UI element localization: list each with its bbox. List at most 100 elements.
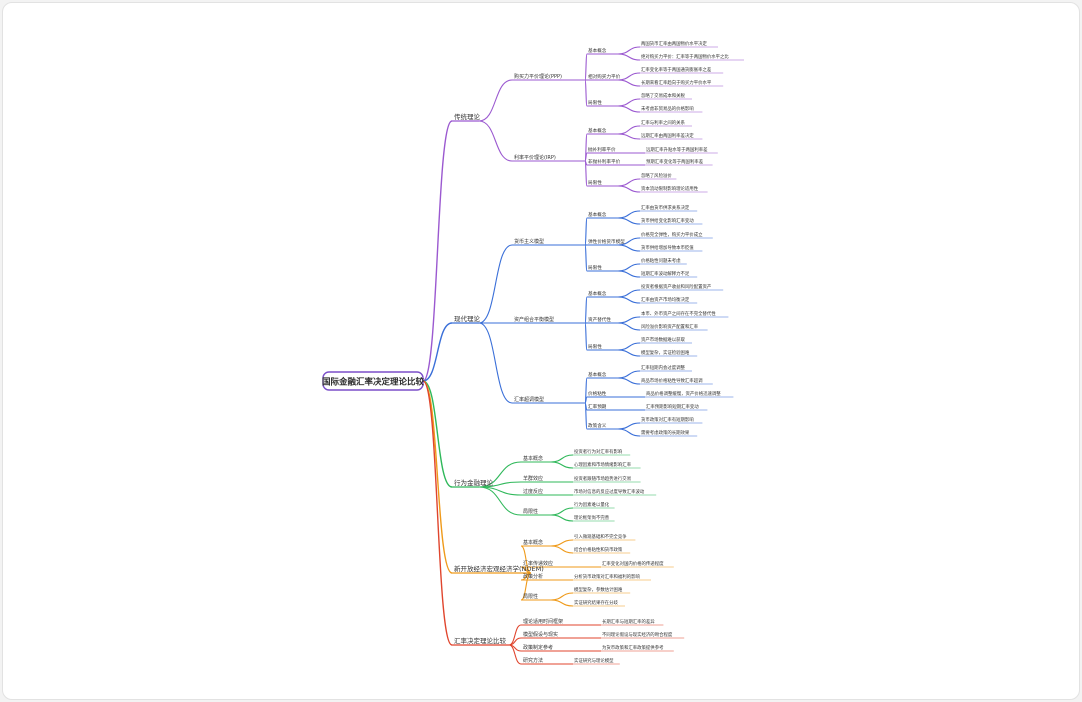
sub-label-b2c4[interactable]: 政策含义 xyxy=(588,422,607,429)
leaf-label-b5a-0[interactable]: 长期汇率与短期汇率的差异 xyxy=(602,618,655,625)
leaf-link-b3a-1 xyxy=(550,461,574,469)
leaf-label-b2c4-1[interactable]: 需要考虑政策的长期效果 xyxy=(641,429,690,436)
sub-label-b1a1[interactable]: 基本概念 xyxy=(588,47,607,54)
sub-label-b1b1[interactable]: 基本概念 xyxy=(588,127,607,134)
leaf-link-b2c4-1 xyxy=(617,428,641,437)
leaf-link-b1b4-1 xyxy=(617,185,641,193)
sub-label-b2a3[interactable]: 局限性 xyxy=(588,264,602,271)
leaf-label-b2a1-0[interactable]: 汇率由货币供求关系决定 xyxy=(641,204,690,211)
leaf-label-b1a1-1[interactable]: 绝对购买力平价：汇率等于两国物价水平之比 xyxy=(641,53,729,60)
leaf-label-b3a-1[interactable]: 心理因素和市场情绪影响汇率 xyxy=(574,461,632,468)
sub-label-b2b3[interactable]: 局限性 xyxy=(588,343,602,350)
root-node[interactable]: 国际金融汇率决定理论比较 xyxy=(322,371,425,391)
sub-label-b2c3[interactable]: 汇率预期 xyxy=(588,403,607,410)
node-label-b3b[interactable]: 羊群效应 xyxy=(523,475,543,482)
sub-link-b1a1 xyxy=(584,53,588,81)
leaf-label-b2b1-0[interactable]: 投资者根据资产收益和风险配置资产 xyxy=(641,283,712,290)
node-label-b3d[interactable]: 局限性 xyxy=(523,508,538,515)
leaf-label-b2c2-0[interactable]: 商品价格调整缓慢，资产价格迅速调整 xyxy=(646,390,721,397)
leaf-label-b1b1-0[interactable]: 汇率与利率之间的关系 xyxy=(641,119,686,126)
leaf-label-b4d-1[interactable]: 实证研究结果存在分歧 xyxy=(574,599,619,606)
node-label-b4a[interactable]: 基本概念 xyxy=(523,539,543,546)
node-label-b4d[interactable]: 局限性 xyxy=(523,593,538,600)
leaf-label-b1b4-0[interactable]: 忽略了风险溢价 xyxy=(641,172,672,179)
node-label-b2c[interactable]: 汇率超调模型 xyxy=(514,396,544,403)
sub-label-b1b2[interactable]: 抛补利率平价 xyxy=(588,146,616,153)
leaf-label-b5d-0[interactable]: 实证研究与理论模型 xyxy=(574,657,614,664)
leaf-link-b2c4-0 xyxy=(617,422,641,430)
leaf-label-b3d-1[interactable]: 理论框架尚不完善 xyxy=(574,514,610,521)
leaf-label-b2a1-1[interactable]: 货币供给变化影响汇率变动 xyxy=(641,217,694,224)
leaf-label-b4a-0[interactable]: 引入微观基础和不完全竞争 xyxy=(574,533,627,540)
sub-label-b1b4[interactable]: 局限性 xyxy=(588,179,602,186)
leaf-label-b3d-0[interactable]: 行为因素难以量化 xyxy=(574,501,610,508)
leaf-label-b2c3-0[interactable]: 汇率预期影响短期汇率变动 xyxy=(646,403,699,410)
leaf-label-b2c1-1[interactable]: 商品市场价格粘性导致汇率超调 xyxy=(641,377,703,384)
branch-label-b4[interactable]: 新开放经济宏观经济学(NOEM) xyxy=(454,564,544,573)
leaf-label-b1b1-1[interactable]: 远期汇率由两国利率差决定 xyxy=(641,132,694,139)
leaf-label-b2b1-1[interactable]: 汇率由资产市场均衡决定 xyxy=(641,296,690,303)
leaf-link-b4d-0 xyxy=(550,592,574,601)
node-label-b2a[interactable]: 货币主义模型 xyxy=(514,238,544,245)
leaf-label-b1a2-0[interactable]: 汇率变化率等于两国通货膨胀率之差 xyxy=(641,66,712,73)
sub-label-b2b2[interactable]: 资产替代性 xyxy=(588,316,611,323)
leaf-label-b1b2-0[interactable]: 远期汇率升贴水等于两国利率差 xyxy=(646,146,708,153)
node-label-b3c[interactable]: 过度反应 xyxy=(523,488,543,495)
node-label-b4c[interactable]: 政策分析 xyxy=(523,573,543,580)
leaf-label-b1a2-1[interactable]: 长期来看汇率趋向于购买力平价水平 xyxy=(641,79,712,86)
root-label: 国际金融汇率决定理论比较 xyxy=(322,377,425,388)
node-label-b5a[interactable]: 理论适用时间框架 xyxy=(523,618,563,625)
sub-label-b2a2[interactable]: 弹性价格货币模型 xyxy=(588,238,625,245)
sub-label-b1a2[interactable]: 相对购买力平价 xyxy=(588,73,621,80)
leaf-link-b2a1-1 xyxy=(617,217,641,225)
leaf-label-b4a-1[interactable]: 结合价格粘性和货币政策 xyxy=(574,546,623,553)
leaf-label-b2b2-1[interactable]: 风险溢价影响资产配置和汇率 xyxy=(641,323,699,330)
sub-label-b2a1[interactable]: 基本概念 xyxy=(588,211,607,218)
leaf-link-b2b3-1 xyxy=(617,349,641,357)
leaf-label-b4b-0[interactable]: 汇率变化对国内价格的传递程度 xyxy=(602,560,664,567)
node-label-b5b[interactable]: 模型假设与现实 xyxy=(523,631,558,638)
sub-label-b1a3[interactable]: 局限性 xyxy=(588,99,602,106)
node-link-b5d xyxy=(508,644,522,665)
leaf-label-b1b3-0[interactable]: 预期汇率变化等于两国利率差 xyxy=(646,158,704,165)
leaf-label-b1b4-1[interactable]: 资本流动限制影响理论适用性 xyxy=(641,185,699,192)
node-label-b3a[interactable]: 基本概念 xyxy=(523,455,543,462)
sub-label-b2c1[interactable]: 基本概念 xyxy=(588,371,607,378)
leaf-label-b2c4-0[interactable]: 货币政策对汇率有短期影响 xyxy=(641,416,694,423)
branch-label-b5[interactable]: 汇率决定理论比较 xyxy=(454,636,507,645)
leaf-label-b5b-0[interactable]: 不同理论假设与现实经济的吻合程度 xyxy=(602,631,673,638)
node-label-b5c[interactable]: 政策制定参考 xyxy=(523,644,553,651)
leaf-label-b2b3-1[interactable]: 模型复杂，实证检验困难 xyxy=(641,349,690,356)
sub-link-b2a3 xyxy=(584,244,588,272)
sub-label-b1b3[interactable]: 非抛补利率平价 xyxy=(588,158,621,165)
leaf-label-b4d-0[interactable]: 模型复杂，参数估计困难 xyxy=(574,586,623,593)
leaf-label-b5c-0[interactable]: 为货币政策和汇率政策提供参考 xyxy=(602,644,664,651)
leaf-label-b2a3-0[interactable]: 价格粘性问题未考虑 xyxy=(641,257,681,264)
leaf-link-b2c1-1 xyxy=(617,377,641,385)
leaf-label-b2c1-0[interactable]: 汇率短期内会过度调整 xyxy=(641,364,686,371)
leaf-label-b1a3-1[interactable]: 未考虑非贸易品的价格影响 xyxy=(641,105,694,112)
sub-label-b2b1[interactable]: 基本概念 xyxy=(588,290,607,297)
node-label-b1a[interactable]: 购买力平价理论(PPP) xyxy=(514,73,562,80)
sub-label-b2c2[interactable]: 价格粘性 xyxy=(588,390,607,397)
leaf-link-b1b1-1 xyxy=(617,133,641,140)
leaf-link-b3d-0 xyxy=(550,507,574,516)
node-label-b5d[interactable]: 研究方法 xyxy=(523,657,543,664)
node-label-b2b[interactable]: 资产组合平衡模型 xyxy=(514,316,554,323)
branch-label-b2[interactable]: 现代理论 xyxy=(454,314,481,323)
node-label-b1b[interactable]: 利率平价理论(IRP) xyxy=(514,154,556,161)
branch-label-b3[interactable]: 行为金融理论 xyxy=(454,478,494,487)
branch-label-b1[interactable]: 传统理论 xyxy=(454,112,481,121)
leaf-label-b3a-0[interactable]: 投资者行为对汇率有影响 xyxy=(574,448,623,455)
leaf-label-b1a3-0[interactable]: 忽略了交易成本和关税 xyxy=(641,92,686,99)
leaf-label-b2a2-1[interactable]: 货币供给增加导致本币贬值 xyxy=(641,244,694,251)
leaf-label-b1a1-0[interactable]: 两国货币汇率由两国物价水平决定 xyxy=(641,40,707,47)
leaf-label-b3c-0[interactable]: 市场对信息的反应过度导致汇率波动 xyxy=(574,488,645,495)
leaf-label-b4c-0[interactable]: 分析货币政策对汇率和福利的影响 xyxy=(574,573,640,580)
leaf-label-b2b2-0[interactable]: 本币、外币资产之间存在不完全替代性 xyxy=(641,310,716,317)
leaf-label-b3b-0[interactable]: 投资者跟随市场趋势进行交易 xyxy=(574,475,631,482)
leaf-label-b2b3-0[interactable]: 资产市场数据难以获取 xyxy=(641,336,686,343)
node-label-b4b[interactable]: 汇率传递效应 xyxy=(523,560,553,567)
leaf-label-b2a2-0[interactable]: 价格完全弹性，购买力平价成立 xyxy=(641,231,703,238)
leaf-label-b2a3-1[interactable]: 短期汇率波动解释力不足 xyxy=(641,270,690,277)
